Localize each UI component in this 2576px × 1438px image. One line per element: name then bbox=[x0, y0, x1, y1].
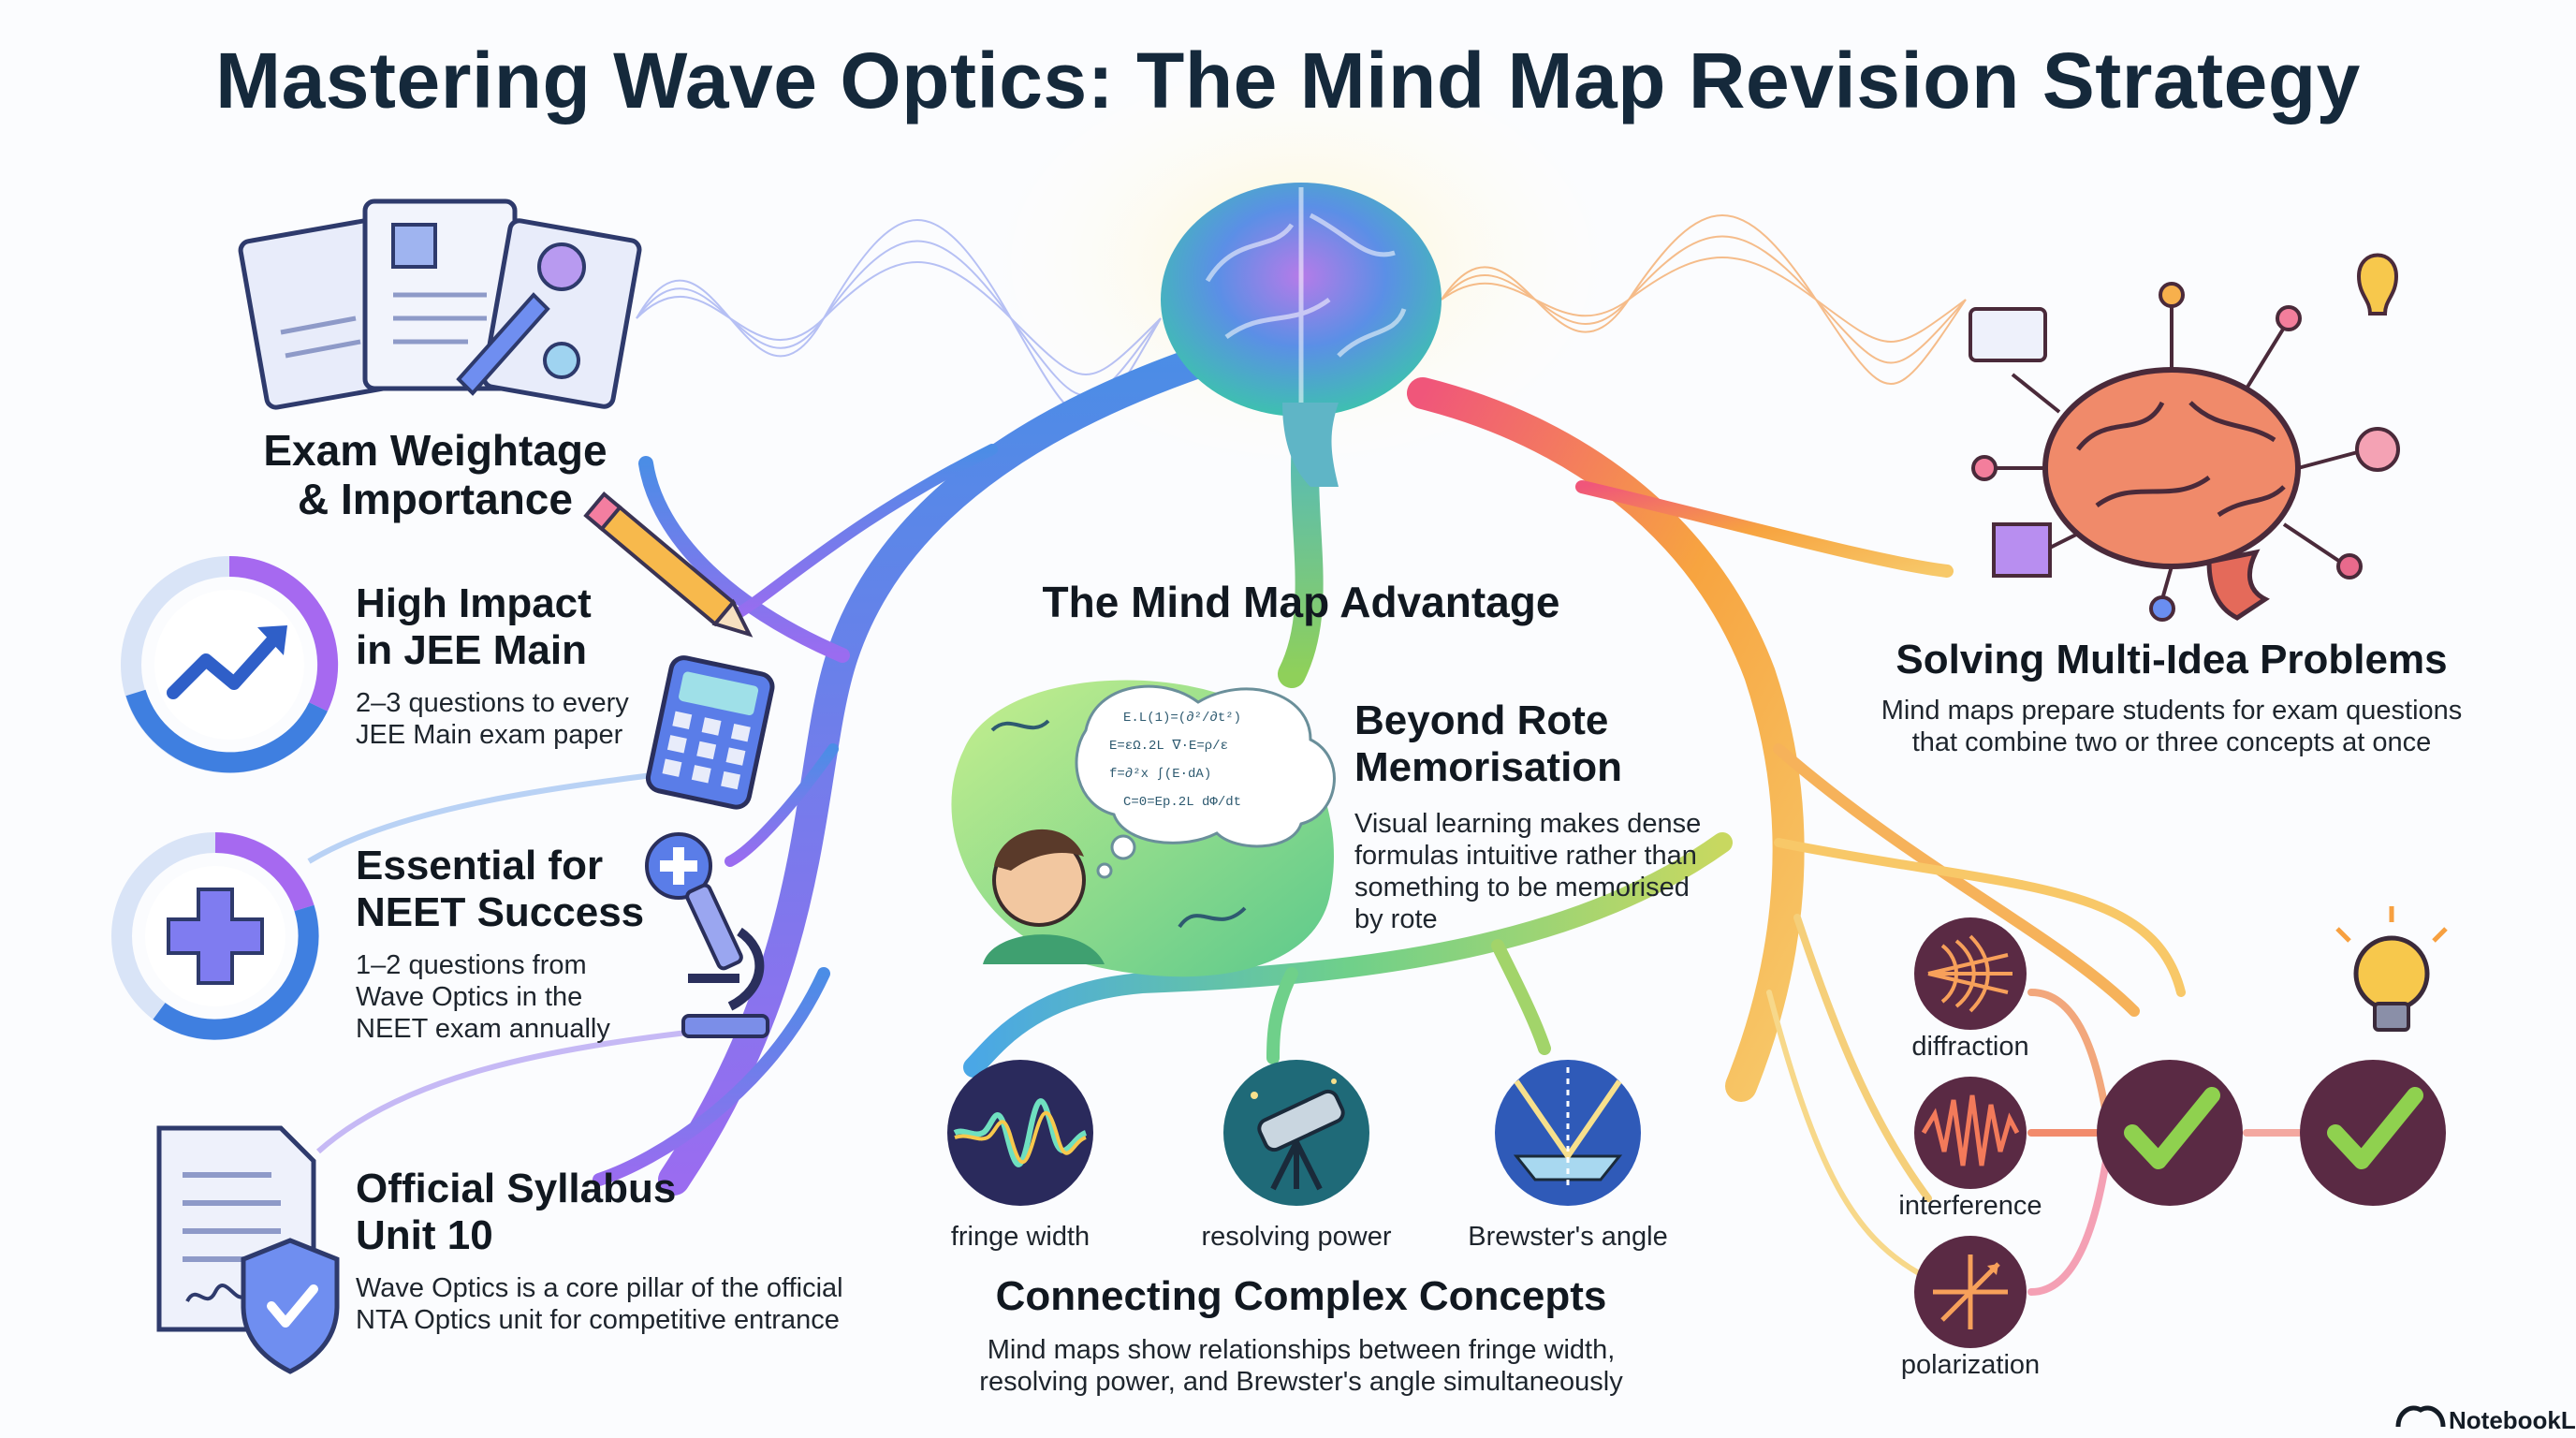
notebooklm-logo-icon bbox=[2395, 1405, 2446, 1428]
polarization-label: polarization bbox=[1900, 1350, 2041, 1380]
brewster-angle-icon bbox=[1495, 1060, 1641, 1206]
diffraction-label: diffraction bbox=[1911, 1032, 2029, 1062]
high-impact-desc: 2–3 questions to every JEE Main exam pap… bbox=[356, 688, 629, 750]
exam-papers-icon bbox=[238, 198, 642, 410]
high-impact-card: High Impact in JEE Main 2–3 questions to… bbox=[356, 580, 693, 751]
high-impact-title: High Impact in JEE Main bbox=[356, 580, 592, 673]
svg-text:C=0=Ep.2L dΦ/dt: C=0=Ep.2L dΦ/dt bbox=[1123, 795, 1241, 810]
brain-network-icon bbox=[1969, 253, 2400, 622]
medical-cross-icon bbox=[111, 832, 319, 1040]
trend-chart-icon bbox=[121, 555, 339, 773]
central-brain-icon bbox=[1161, 183, 1442, 487]
plus-badge-icon bbox=[645, 832, 712, 900]
shield-check-icon bbox=[241, 1238, 340, 1374]
fringe-width-label: fringe width bbox=[950, 1222, 1090, 1252]
telescope-icon bbox=[1223, 1060, 1369, 1206]
pencil-icon bbox=[583, 491, 754, 638]
interference-label: interference bbox=[1898, 1191, 2042, 1221]
brewster-angle-label: Brewster's angle bbox=[1468, 1222, 1668, 1252]
brand-label: NotebookLM bbox=[2449, 1406, 2576, 1434]
connecting-concepts-desc: Mind maps show relationships between fri… bbox=[979, 1335, 1623, 1397]
svg-text:f=∂²x ∫(E·dA): f=∂²x ∫(E·dA) bbox=[1109, 767, 1211, 782]
polarization-icon bbox=[1914, 1236, 2027, 1348]
beyond-rote-card: Beyond Rote Memorisation Visual learning… bbox=[1354, 697, 1748, 935]
exam-weightage-heading: Exam Weightage & Importance bbox=[263, 426, 607, 523]
interference-icon bbox=[1914, 1077, 2027, 1189]
beyond-rote-desc: Visual learning makes dense formulas int… bbox=[1354, 809, 1702, 934]
resolving-power-label: resolving power bbox=[1201, 1222, 1392, 1252]
thinking-student-illustration: E.L(1)=(∂²/∂t²) E=εΩ.2L ∇·E=ρ/ε f=∂²x ∫(… bbox=[951, 680, 1336, 977]
diffraction-icon bbox=[1914, 917, 2027, 1030]
multi-idea-desc: Mind maps prepare students for exam ques… bbox=[1881, 696, 2463, 757]
lightbulb-icon bbox=[2335, 906, 2448, 1032]
fringe-width-icon bbox=[947, 1060, 1093, 1206]
neet-success-card: Essential for NEET Success 1–2 questions… bbox=[356, 843, 674, 1045]
official-syllabus-card: Official Syllabus Unit 10 Wave Optics is… bbox=[356, 1166, 880, 1336]
svg-text:E.L(1)=(∂²/∂t²): E.L(1)=(∂²/∂t²) bbox=[1123, 711, 1241, 726]
page-title: Mastering Wave Optics: The Mind Map Revi… bbox=[215, 37, 2361, 125]
microscope-icon bbox=[681, 883, 769, 1038]
neet-success-title: Essential for NEET Success bbox=[356, 843, 645, 935]
connecting-concepts-heading: Connecting Complex Concepts bbox=[995, 1273, 1607, 1319]
neet-success-desc: 1–2 questions from Wave Optics in the NE… bbox=[356, 950, 610, 1044]
multi-idea-heading: Solving Multi-Idea Problems bbox=[1895, 637, 2448, 682]
svg-text:E=εΩ.2L ∇·E=ρ/ε: E=εΩ.2L ∇·E=ρ/ε bbox=[1109, 739, 1228, 754]
calculator-icon bbox=[645, 655, 775, 810]
official-syllabus-desc: Wave Optics is a core pillar of the offi… bbox=[356, 1273, 843, 1335]
advantage-heading: The Mind Map Advantage bbox=[1042, 578, 1560, 626]
check-badge-icon bbox=[2097, 1060, 2243, 1206]
check-badge-icon bbox=[2300, 1060, 2446, 1206]
official-syllabus-title: Official Syllabus Unit 10 bbox=[356, 1166, 677, 1258]
beyond-rote-title: Beyond Rote Memorisation bbox=[1354, 697, 1623, 790]
